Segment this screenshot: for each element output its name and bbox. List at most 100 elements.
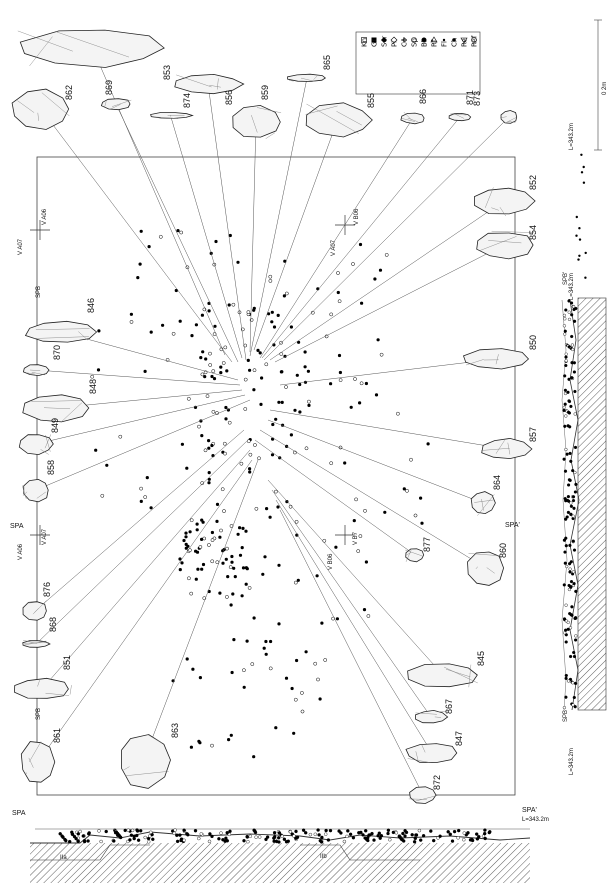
profile-point xyxy=(264,837,268,842)
profile-point xyxy=(570,343,574,347)
profile-point xyxy=(572,650,576,655)
profile-point xyxy=(569,501,573,505)
profile-point xyxy=(328,828,333,833)
artifact-drawing: 849 xyxy=(18,418,60,456)
artifact-point xyxy=(276,505,280,509)
artifact-point xyxy=(272,325,277,329)
profile-point xyxy=(567,299,571,303)
artifact-point xyxy=(210,559,215,564)
profile-point xyxy=(400,837,404,842)
elevation-label: L=343.2m xyxy=(569,748,575,775)
profile-point xyxy=(245,835,250,839)
profile-point xyxy=(573,470,577,475)
profile-point xyxy=(280,834,284,838)
profile-point xyxy=(357,831,361,835)
profile-point xyxy=(568,478,572,482)
artifact-point xyxy=(180,442,184,446)
artifact-point xyxy=(143,369,147,373)
leader-line xyxy=(271,489,432,718)
artifact-point xyxy=(227,303,231,307)
artifact-point xyxy=(240,546,244,550)
profile-point xyxy=(172,831,176,835)
artifact-point xyxy=(229,603,233,607)
artifact-point xyxy=(238,553,243,557)
profile-point xyxy=(566,390,570,394)
profile-point xyxy=(568,567,572,571)
artifact-point xyxy=(292,731,296,735)
artifact-point xyxy=(252,308,256,312)
artifact-point xyxy=(215,560,220,565)
artifact-point xyxy=(295,533,299,537)
artifact-point xyxy=(274,726,278,730)
legend-item: Ch xyxy=(451,38,459,47)
profile-point xyxy=(571,570,576,574)
artifact-point xyxy=(315,574,319,578)
artifact-point xyxy=(298,410,302,414)
profile-point xyxy=(584,276,587,279)
artifact-point xyxy=(354,497,358,502)
artifact-point xyxy=(259,402,263,406)
artifact-point xyxy=(329,461,334,466)
profile-point xyxy=(248,834,253,838)
artifact-point xyxy=(241,526,245,531)
artifact-point xyxy=(226,575,230,579)
artifact-point xyxy=(364,560,368,564)
artifact-point xyxy=(218,535,222,539)
artifact-point xyxy=(178,319,182,323)
artifact-point xyxy=(189,518,194,523)
profile-point xyxy=(468,838,473,842)
profile-point xyxy=(569,512,573,516)
artifact-point xyxy=(268,274,273,279)
profile-point xyxy=(582,181,586,184)
profile-point xyxy=(313,832,317,836)
layer-label: IIb xyxy=(320,854,327,860)
artifact-point xyxy=(203,375,207,379)
artifact-point xyxy=(396,411,400,416)
artifact-id-label: 872 xyxy=(432,775,442,790)
artifact-point xyxy=(211,409,216,414)
artifact-point xyxy=(295,658,299,663)
profile-point xyxy=(272,839,276,843)
artifact-point xyxy=(200,567,204,571)
profile-point xyxy=(567,377,571,381)
profile-point xyxy=(564,499,568,503)
artifact-point xyxy=(221,561,225,565)
profile-point xyxy=(563,561,567,565)
artifact-drawing: 867 xyxy=(414,699,454,724)
artifact-id-label: 871 xyxy=(465,90,475,105)
leader-line xyxy=(253,119,338,351)
artifact-point xyxy=(143,495,148,499)
profile-point xyxy=(254,835,258,839)
artifact-drawing: 859 xyxy=(232,85,282,139)
artifact-id-label: 870 xyxy=(52,345,62,360)
grid-label: V B7 xyxy=(353,531,359,545)
section-label: SPA' xyxy=(505,522,520,529)
artifact-point xyxy=(246,439,251,444)
artifact-point xyxy=(236,260,240,264)
section-label: SPB' xyxy=(563,272,569,285)
profile-point xyxy=(574,616,578,620)
artifact-point xyxy=(215,519,219,524)
profile-point xyxy=(178,833,182,837)
profile-point xyxy=(569,585,573,589)
profile-point xyxy=(563,631,567,635)
artifact-point xyxy=(138,262,142,266)
artifact-id-label: 867 xyxy=(444,699,454,714)
artifact-point xyxy=(303,380,308,384)
profile-point xyxy=(282,837,287,841)
artifact-point xyxy=(145,476,149,480)
artifact-drawing: 857 xyxy=(481,427,538,460)
profile-point xyxy=(573,412,577,416)
artifact-point xyxy=(228,233,232,238)
artifact-point xyxy=(268,515,272,519)
artifact-point xyxy=(229,733,233,737)
profile-point xyxy=(568,425,572,429)
artifact-point xyxy=(306,369,310,373)
artifact-point xyxy=(207,309,211,313)
profile-point xyxy=(175,839,180,844)
profile-point xyxy=(564,359,568,363)
profile-point xyxy=(568,451,572,455)
profile-point xyxy=(135,833,139,838)
legend-item: Pi xyxy=(391,36,399,47)
legend-label: Sp xyxy=(411,38,419,47)
